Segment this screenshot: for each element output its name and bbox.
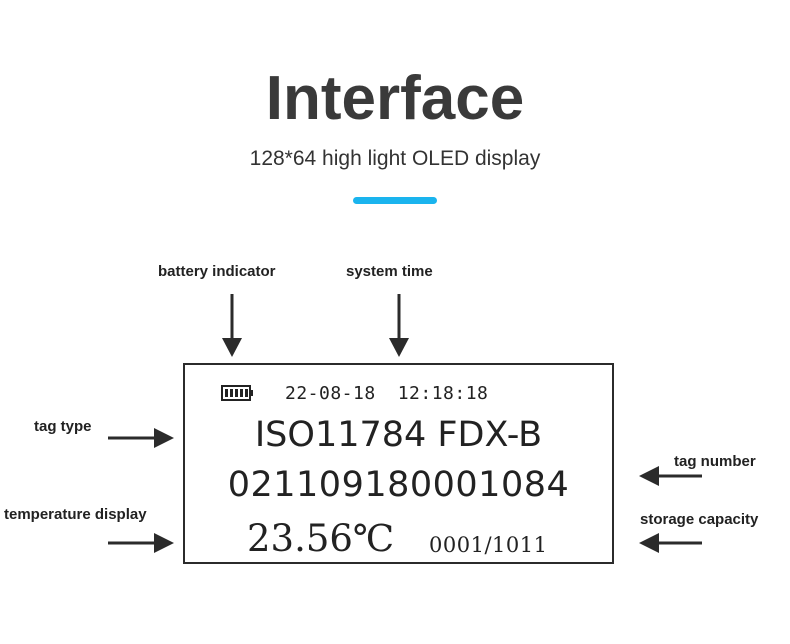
arrow-down-battery-icon bbox=[222, 294, 242, 357]
arrow-left-tag-number-icon bbox=[639, 466, 702, 486]
page-subtitle: 128*64 high light OLED display bbox=[249, 147, 541, 170]
display-status-row: 22-08-18 12:18:18 bbox=[221, 381, 488, 405]
arrow-right-temperature-icon bbox=[108, 533, 174, 553]
callout-tag-type: tag type bbox=[34, 418, 92, 435]
callout-tag-number: tag number bbox=[674, 453, 756, 470]
arrow-right-tag-type-icon bbox=[108, 428, 174, 448]
display-temperature: 23.56℃ bbox=[247, 517, 395, 560]
display-date: 22-08-18 bbox=[285, 382, 376, 404]
page-title: Interface bbox=[265, 64, 525, 133]
system-time: 22-08-18 12:18:18 bbox=[285, 383, 488, 404]
callout-battery-indicator: battery indicator bbox=[158, 263, 276, 280]
display-time: 12:18:18 bbox=[397, 382, 489, 404]
arrow-down-time-icon bbox=[389, 294, 409, 357]
accent-divider bbox=[353, 197, 437, 204]
callout-storage-capacity: storage capacity bbox=[640, 511, 759, 528]
callout-system-time: system time bbox=[346, 263, 433, 280]
display-tag-type: ISO11784 FDX-B bbox=[254, 415, 543, 455]
display-storage-capacity: 0001/1011 bbox=[429, 533, 548, 557]
battery-full-icon bbox=[221, 385, 253, 401]
display-tag-number: 021109180001084 bbox=[227, 465, 570, 505]
callout-temperature-display: temperature display bbox=[4, 506, 147, 523]
oled-display: 22-08-18 12:18:18 ISO11784 FDX-B 02110918… bbox=[183, 363, 614, 564]
arrow-left-storage-icon bbox=[639, 533, 702, 553]
